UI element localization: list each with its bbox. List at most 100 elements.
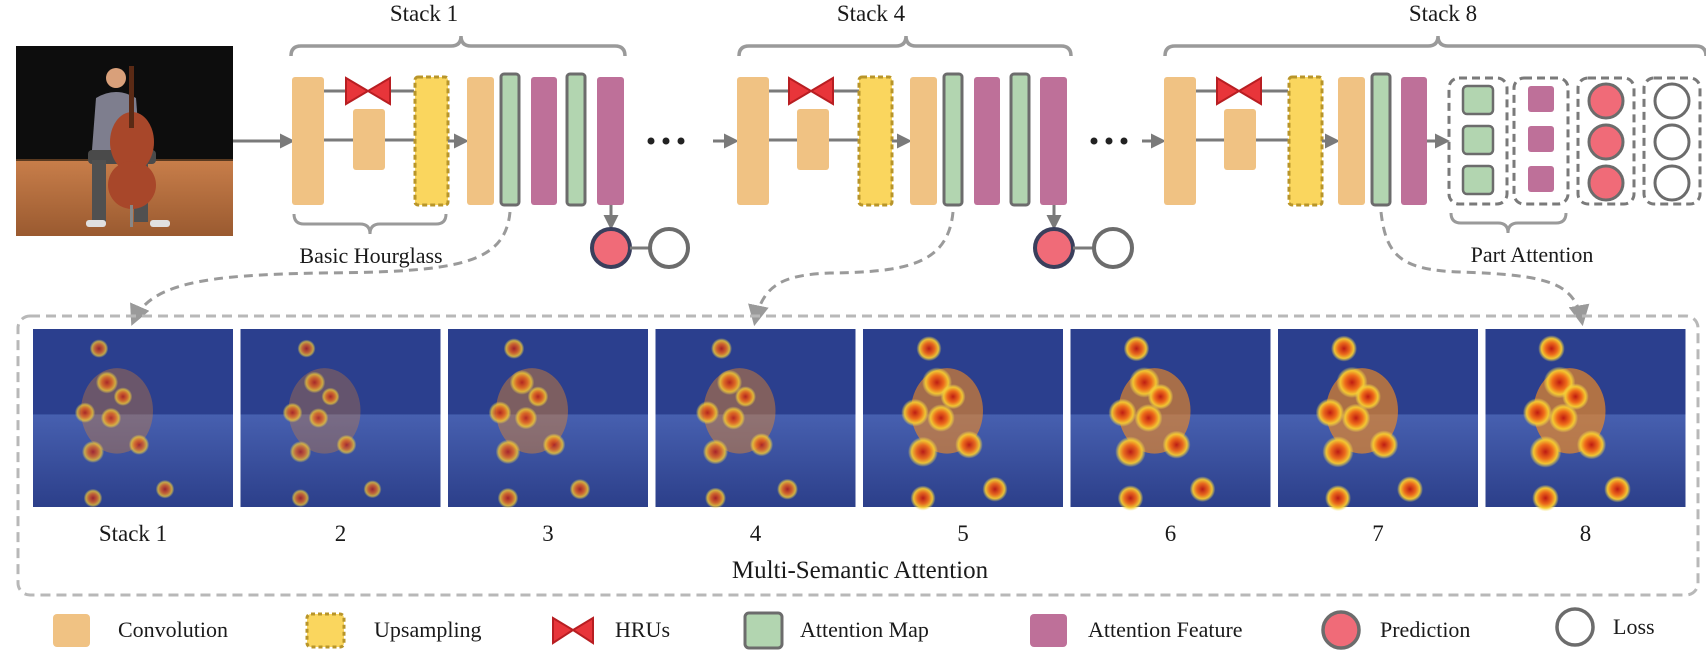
legend: Convolution Upsampling HRUs Attention Ma… [53, 607, 1655, 650]
attention-map-block [565, 72, 587, 207]
heatmap-floor [240, 414, 441, 507]
attention-feature-block [597, 77, 624, 205]
hru-icon [345, 76, 391, 106]
prediction-swatch [1321, 610, 1361, 650]
legend-label: Prediction [1380, 617, 1470, 642]
stack1 [292, 72, 690, 269]
heatmap-joint [777, 478, 798, 500]
heatmap-joint [711, 338, 732, 360]
heatmap-label: Stack 1 [99, 521, 167, 546]
heatmap-joint [1548, 403, 1579, 433]
conv-block [353, 109, 385, 170]
attention-arrow [1379, 211, 1590, 327]
heatmap-tile: Stack 1 [33, 329, 233, 546]
heatmap-joint [1325, 485, 1351, 512]
loss-node [648, 227, 690, 269]
heatmap-joint [291, 489, 310, 508]
legend-label: Attention Feature [1088, 617, 1243, 642]
prediction-node [590, 227, 632, 269]
heatmap-joint [705, 487, 726, 509]
attention-feature-swatch [1030, 614, 1067, 647]
legend-item-prediction: Prediction [1321, 610, 1470, 650]
ellipsis-dot [1090, 137, 1098, 145]
attention-map-block [1461, 164, 1495, 196]
hru-icon [552, 616, 594, 645]
heatmap-joint [908, 436, 938, 467]
heatmap-joint [297, 339, 316, 358]
heatmap-joint [1108, 398, 1137, 427]
legend-label: Convolution [118, 617, 228, 642]
loss-swatch [1555, 607, 1595, 647]
input-photo [16, 46, 233, 236]
heatmap-joint [927, 404, 955, 432]
part-attention-group [1447, 76, 1509, 206]
heatmap-joint [695, 401, 720, 425]
loss-node [1653, 164, 1691, 202]
legend-item-attention-feature: Attention Feature [1030, 614, 1243, 647]
heatmap-joint [910, 485, 936, 511]
heatmap-joint [89, 339, 109, 358]
attention-feature-block [1528, 126, 1554, 152]
heatmap-joint [542, 433, 566, 457]
heatmap-floor [655, 414, 856, 507]
heatmap-joint [1115, 436, 1146, 468]
upsampling-block [857, 75, 894, 207]
ellipsis-dot [1120, 137, 1128, 145]
heatmap-joint [74, 402, 96, 423]
upsampling-block [413, 75, 450, 207]
heatmap-joint [514, 406, 538, 430]
heatmap-joint [1355, 383, 1381, 410]
legend-label: HRUs [615, 617, 670, 642]
conv-block [467, 77, 494, 205]
prediction-node [1587, 164, 1625, 202]
convolution-swatch [53, 614, 90, 647]
heatmap-joint [1604, 475, 1631, 503]
heatmap-joint [308, 408, 329, 428]
legend-item-hrus: HRUs [552, 616, 670, 645]
attention-feature-block [1528, 166, 1554, 192]
attention-map-block [499, 72, 521, 207]
heatmap-joint [527, 386, 549, 407]
attention-feature-block [1401, 77, 1427, 205]
attention-arrow [130, 211, 512, 326]
hru-icon [1216, 76, 1262, 106]
conv-block [1224, 109, 1256, 170]
attention-feature-block [1528, 86, 1554, 112]
heatmap-floor [448, 414, 648, 507]
heatmap-joint [95, 371, 119, 394]
heatmap-joint [303, 371, 326, 394]
heatmap-tile: 6 [1070, 329, 1271, 546]
legend-item-convolution: Convolution [53, 614, 228, 647]
upsampling-swatch [305, 612, 346, 649]
heatmap-joint [1532, 484, 1559, 512]
heatmap-joint [83, 488, 103, 508]
stack4 [737, 72, 1134, 269]
heatmap-joint [1117, 485, 1144, 511]
conv-block [1164, 77, 1196, 205]
stack4-bracket [737, 35, 1073, 57]
attention-feature-block [1040, 77, 1067, 205]
heatmap-label: 4 [750, 521, 762, 546]
ellipsis-dot [677, 137, 685, 145]
attention-feature-block [531, 77, 557, 205]
conv-block [1338, 77, 1365, 205]
heatmap-label: 6 [1165, 521, 1177, 546]
hru-icon [788, 76, 834, 106]
heatmap-tile: 3 [448, 329, 648, 546]
attention-map-swatch [743, 611, 784, 650]
prediction-node [1033, 227, 1075, 269]
stack8-bracket [1163, 35, 1706, 57]
heatmap-tile: 2 [240, 329, 441, 546]
heatmap-label: 7 [1372, 521, 1384, 546]
part-attention-group [1512, 76, 1570, 206]
heatmap-joint [721, 406, 746, 430]
legend-item-attention-map: Attention Map [743, 611, 929, 650]
heatmap-joint [289, 441, 312, 463]
legend-label: Attention Map [800, 617, 929, 642]
heatmap-joint [155, 479, 175, 499]
heatmap-joint [113, 387, 133, 406]
part-attention-group [1642, 76, 1702, 206]
attention-arrow [748, 211, 955, 327]
heatmap-joint [1134, 404, 1163, 432]
heatmap-label: 2 [335, 521, 347, 546]
